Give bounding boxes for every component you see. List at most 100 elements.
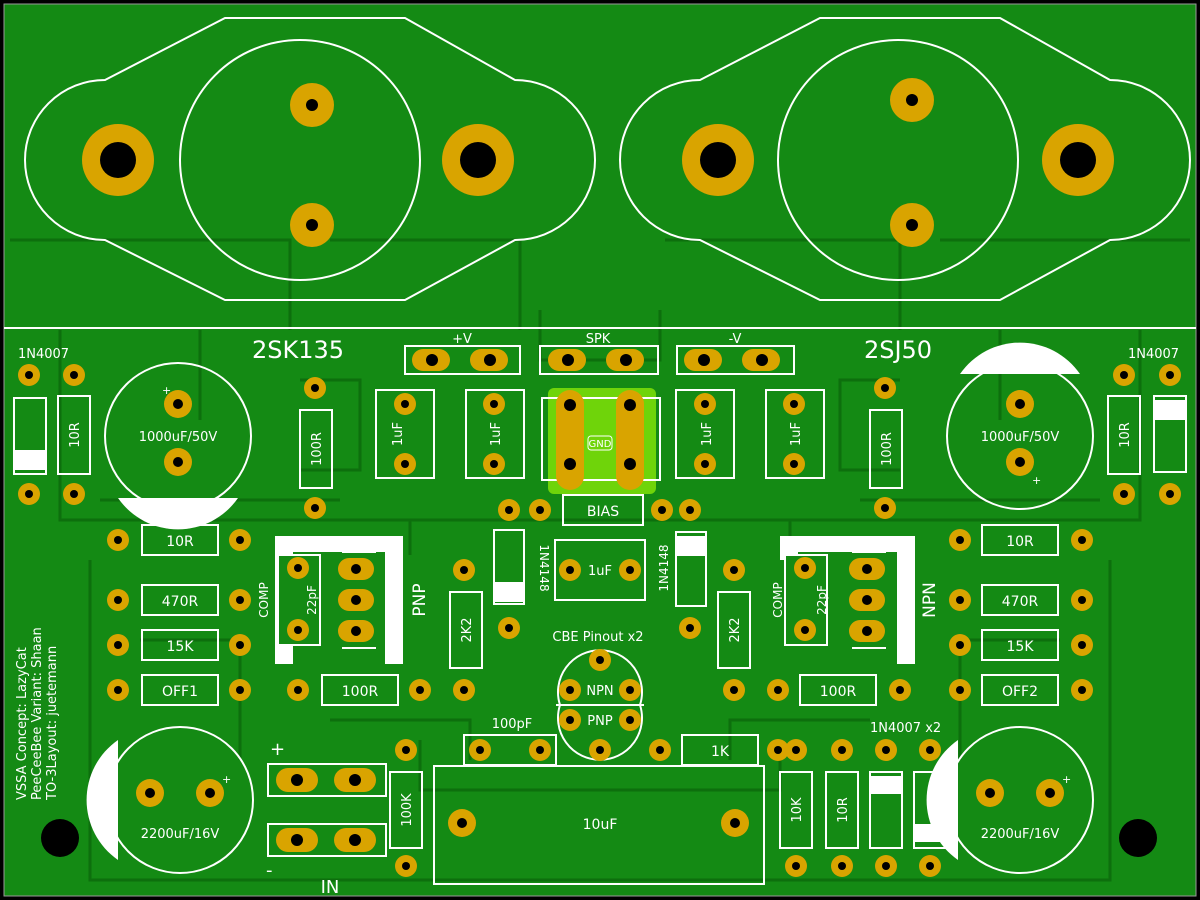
svg-text:+V: +V xyxy=(452,332,472,347)
svg-text:SPK: SPK xyxy=(586,332,611,347)
svg-text:OFF2: OFF2 xyxy=(1002,684,1038,700)
svg-text:10R: 10R xyxy=(1006,534,1034,550)
svg-text:1N4148: 1N4148 xyxy=(537,544,551,591)
to3-outline-right xyxy=(619,17,1191,301)
diode-1n4007-left xyxy=(13,364,47,505)
svg-text:BIAS: BIAS xyxy=(587,504,619,520)
resistor-2k2-right: 2K2 xyxy=(717,559,751,701)
header-plus-v: +V xyxy=(404,332,521,375)
svg-text:-: - xyxy=(266,860,273,881)
svg-text:COMP: COMP xyxy=(771,582,785,617)
q-left-label: 2SK135 xyxy=(252,336,344,364)
svg-text:1000uF/50V: 1000uF/50V xyxy=(139,430,218,445)
resistor-100r-bottom-right: 100R xyxy=(767,674,911,706)
svg-text:+: + xyxy=(1032,474,1041,487)
svg-text:COMP: COMP xyxy=(257,582,271,617)
svg-text:NPN: NPN xyxy=(920,582,940,618)
cbe-pinout: CBE Pinout x2 NPN PNP xyxy=(552,630,644,761)
svg-text:100R: 100R xyxy=(880,432,895,466)
svg-text:100K: 100K xyxy=(400,793,415,827)
driver-npn: COMP 22pF NPN xyxy=(771,536,940,664)
resistor-10r-bottom: 10R xyxy=(825,739,859,877)
svg-text:+: + xyxy=(162,384,171,397)
svg-text:TO-3Layout: juetemann: TO-3Layout: juetemann xyxy=(45,646,60,801)
gnd-jumper: GND xyxy=(541,388,661,494)
bias-resistor: BIAS xyxy=(529,494,673,526)
svg-text:PNP: PNP xyxy=(410,583,430,616)
svg-text:VSSA Concept: LazyCat: VSSA Concept: LazyCat xyxy=(15,647,30,800)
svg-text:100pF: 100pF xyxy=(492,717,533,732)
svg-text:15K: 15K xyxy=(1007,639,1035,655)
svg-text:10R: 10R xyxy=(166,534,194,550)
svg-text:NPN: NPN xyxy=(586,684,613,699)
svg-text:10uF: 10uF xyxy=(583,817,618,833)
svg-text:-V: -V xyxy=(729,332,742,347)
diode-1n4148-left: 1N4148 xyxy=(493,499,551,639)
svg-text:1uF: 1uF xyxy=(700,422,715,446)
resistor-10r-top-right: 10R xyxy=(1107,364,1141,505)
svg-text:1uF: 1uF xyxy=(391,422,406,446)
cap-2200uf-left: + 2200uF/16V xyxy=(86,726,254,874)
cap-2200uf-right: + 2200uF/16V xyxy=(926,726,1094,874)
svg-text:PeeCeeBee Variant: Shaan: PeeCeeBee Variant: Shaan xyxy=(30,627,45,800)
svg-text:1N4148: 1N4148 xyxy=(657,544,671,591)
svg-text:100R: 100R xyxy=(820,684,857,700)
svg-text:IN: IN xyxy=(321,877,340,898)
svg-text:1uF: 1uF xyxy=(489,422,504,446)
resistor-100r-bottom-left: 100R xyxy=(287,674,431,706)
cap-1uf-b: 1uF xyxy=(465,389,525,479)
svg-text:GND: GND xyxy=(589,439,612,450)
svg-text:CBE Pinout x2: CBE Pinout x2 xyxy=(552,630,643,645)
svg-text:2200uF/16V: 2200uF/16V xyxy=(981,827,1060,842)
svg-text:PNP: PNP xyxy=(587,714,613,729)
svg-text:1K: 1K xyxy=(711,744,730,760)
diode-x2-label: 1N4007 x2 xyxy=(870,721,941,736)
resistor-10k: 10K xyxy=(779,739,813,877)
svg-text:+: + xyxy=(1062,773,1071,786)
mounting-hole-right xyxy=(1119,819,1157,857)
cap-10uf: 10uF xyxy=(433,765,765,885)
svg-text:2K2: 2K2 xyxy=(460,617,475,642)
to3-pads xyxy=(82,78,1114,247)
svg-text:470R: 470R xyxy=(1002,594,1039,610)
svg-text:2200uF/16V: 2200uF/16V xyxy=(141,827,220,842)
resistor-100r-top-right: 100R xyxy=(869,377,903,519)
diode-1n4148-right: 1N4148 xyxy=(657,499,707,639)
resistor-1k: 1K xyxy=(649,734,789,766)
input-connector: + - IN xyxy=(266,739,387,898)
driver-pnp: COMP 22pF PNP xyxy=(257,536,430,664)
resistor-row-left: 10R 470R 15K OFF1 xyxy=(107,524,251,706)
svg-text:1000uF/50V: 1000uF/50V xyxy=(981,430,1060,445)
cap-1uf-c: 1uF xyxy=(675,389,735,479)
cap-1000uf-right: + 1000uF/50V xyxy=(946,342,1094,510)
svg-text:+: + xyxy=(270,739,285,760)
resistor-100r-top-left: 100R xyxy=(299,377,333,519)
credits-text: VSSA Concept: LazyCat PeeCeeBee Variant:… xyxy=(15,627,60,801)
svg-text:15K: 15K xyxy=(167,639,195,655)
to3-outline-left xyxy=(24,17,596,301)
svg-text:+: + xyxy=(222,773,231,786)
svg-text:10R: 10R xyxy=(1118,422,1133,448)
svg-text:10R: 10R xyxy=(68,422,83,448)
q-right-label: 2SJ50 xyxy=(864,336,932,364)
svg-text:100R: 100R xyxy=(310,432,325,466)
svg-text:1uF: 1uF xyxy=(789,422,804,446)
cap-1uf-a: 1uF xyxy=(375,389,435,479)
diode-right-label: 1N4007 xyxy=(1128,347,1179,362)
mounting-hole-left xyxy=(41,819,79,857)
resistor-row-right: 10R 470R 15K OFF2 xyxy=(949,524,1093,706)
diode-1n4007-bottom-a xyxy=(869,739,903,877)
svg-text:10K: 10K xyxy=(790,797,805,823)
header-minus-v: -V xyxy=(676,332,795,375)
svg-text:22pF: 22pF xyxy=(305,585,319,615)
resistor-100k: 100K xyxy=(389,739,423,877)
svg-text:2K2: 2K2 xyxy=(728,617,743,642)
cap-1000uf-left: + 1000uF/50V xyxy=(104,362,252,530)
svg-text:OFF1: OFF1 xyxy=(162,684,198,700)
diode-left-label: 1N4007 xyxy=(18,347,69,362)
diode-1n4007-right xyxy=(1153,364,1187,505)
cap-1uf-mid: 1uF xyxy=(554,539,646,601)
header-spk: SPK xyxy=(539,332,659,375)
cap-1uf-d: 1uF xyxy=(765,389,825,479)
